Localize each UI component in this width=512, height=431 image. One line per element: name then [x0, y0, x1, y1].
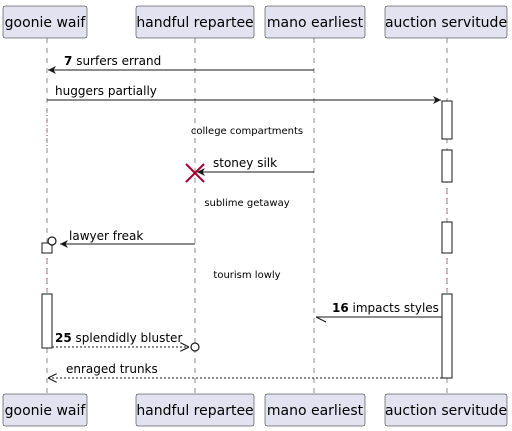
message-label: enraged trunks: [66, 362, 158, 376]
participant-handful-repartee-bottom[interactable]: handful repartee: [135, 393, 255, 427]
message-label: 25 splendidly bluster: [55, 331, 182, 345]
destroy-x-icon: [185, 163, 205, 183]
lost-message-circle: [47, 236, 57, 246]
message-text: impacts styles: [353, 301, 439, 315]
message-text: splendidly bluster: [76, 331, 183, 345]
activation-bar: [41, 293, 53, 349]
divider-label: sublime getaway: [204, 198, 289, 209]
participant-auction-servitude-top[interactable]: auction servitude: [384, 5, 508, 39]
participant-label: handful repartee: [136, 15, 253, 31]
participant-handful-repartee-top[interactable]: handful repartee: [135, 5, 255, 39]
participant-label: auction servitude: [385, 15, 507, 31]
message-number: 16: [332, 301, 349, 315]
participant-label: auction servitude: [385, 403, 507, 419]
message-end-circle: [190, 342, 200, 352]
activation-bar: [441, 221, 453, 254]
message-number: 25: [55, 331, 72, 345]
participant-label: mano earliest: [267, 403, 364, 419]
participant-goonie-waif-top[interactable]: goonie waif: [2, 5, 88, 39]
message-label: 16 impacts styles: [332, 301, 439, 315]
divider-label: college compartments: [191, 126, 303, 137]
participant-auction-servitude-bottom[interactable]: auction servitude: [384, 393, 508, 427]
message-number: 7: [64, 54, 72, 68]
participant-label: goonie waif: [5, 15, 87, 31]
participant-label: mano earliest: [267, 15, 364, 31]
message-label: lawyer freak: [69, 229, 143, 243]
participant-label: handful repartee: [136, 403, 253, 419]
participant-goonie-waif-bottom[interactable]: goonie waif: [2, 393, 88, 427]
divider-label: tourism lowly: [213, 270, 280, 281]
activation-bar: [41, 242, 53, 254]
message-label: stoney silk: [213, 156, 277, 170]
participant-mano-earliest-bottom[interactable]: mano earliest: [264, 393, 366, 427]
activation-bar: [441, 100, 453, 140]
message-label: huggers partially: [55, 84, 157, 98]
participant-label: goonie waif: [5, 403, 87, 419]
activation-bar: [441, 293, 453, 379]
message-arrowhead: [315, 316, 327, 323]
message-label: 7 surfers errand: [64, 54, 161, 68]
activation-bar: [441, 149, 453, 183]
message-text: surfers errand: [76, 54, 161, 68]
participant-mano-earliest-top[interactable]: mano earliest: [264, 5, 366, 39]
